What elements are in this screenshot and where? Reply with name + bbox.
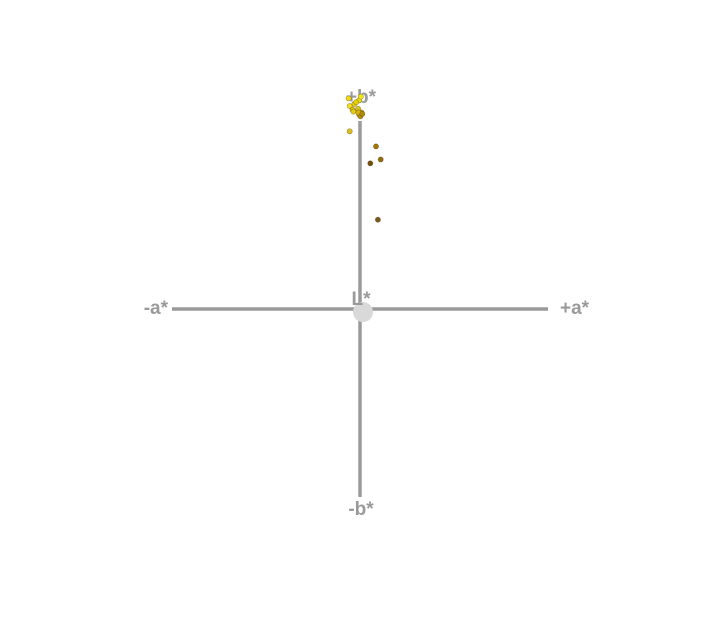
data-point-16 [377,156,384,163]
origin-marker [353,302,373,322]
data-point-10 [350,108,357,115]
data-point-15 [373,143,379,150]
data-points [345,93,384,223]
data-point-14 [346,128,353,135]
data-point-13 [359,111,366,117]
data-point-1 [345,95,352,102]
data-point-4 [353,99,360,106]
neg-a-label: -a* [144,298,169,319]
data-point-18 [374,216,381,223]
data-point-3 [357,93,364,100]
data-point-5 [346,103,353,109]
data-point-17 [367,160,374,167]
axis-labels: -a* +a* +b* -b* L* [144,87,590,520]
pos-a-label: +a* [560,298,590,319]
center-label: L* [352,289,372,310]
axes [172,121,548,497]
neg-b-label: -b* [348,499,374,520]
